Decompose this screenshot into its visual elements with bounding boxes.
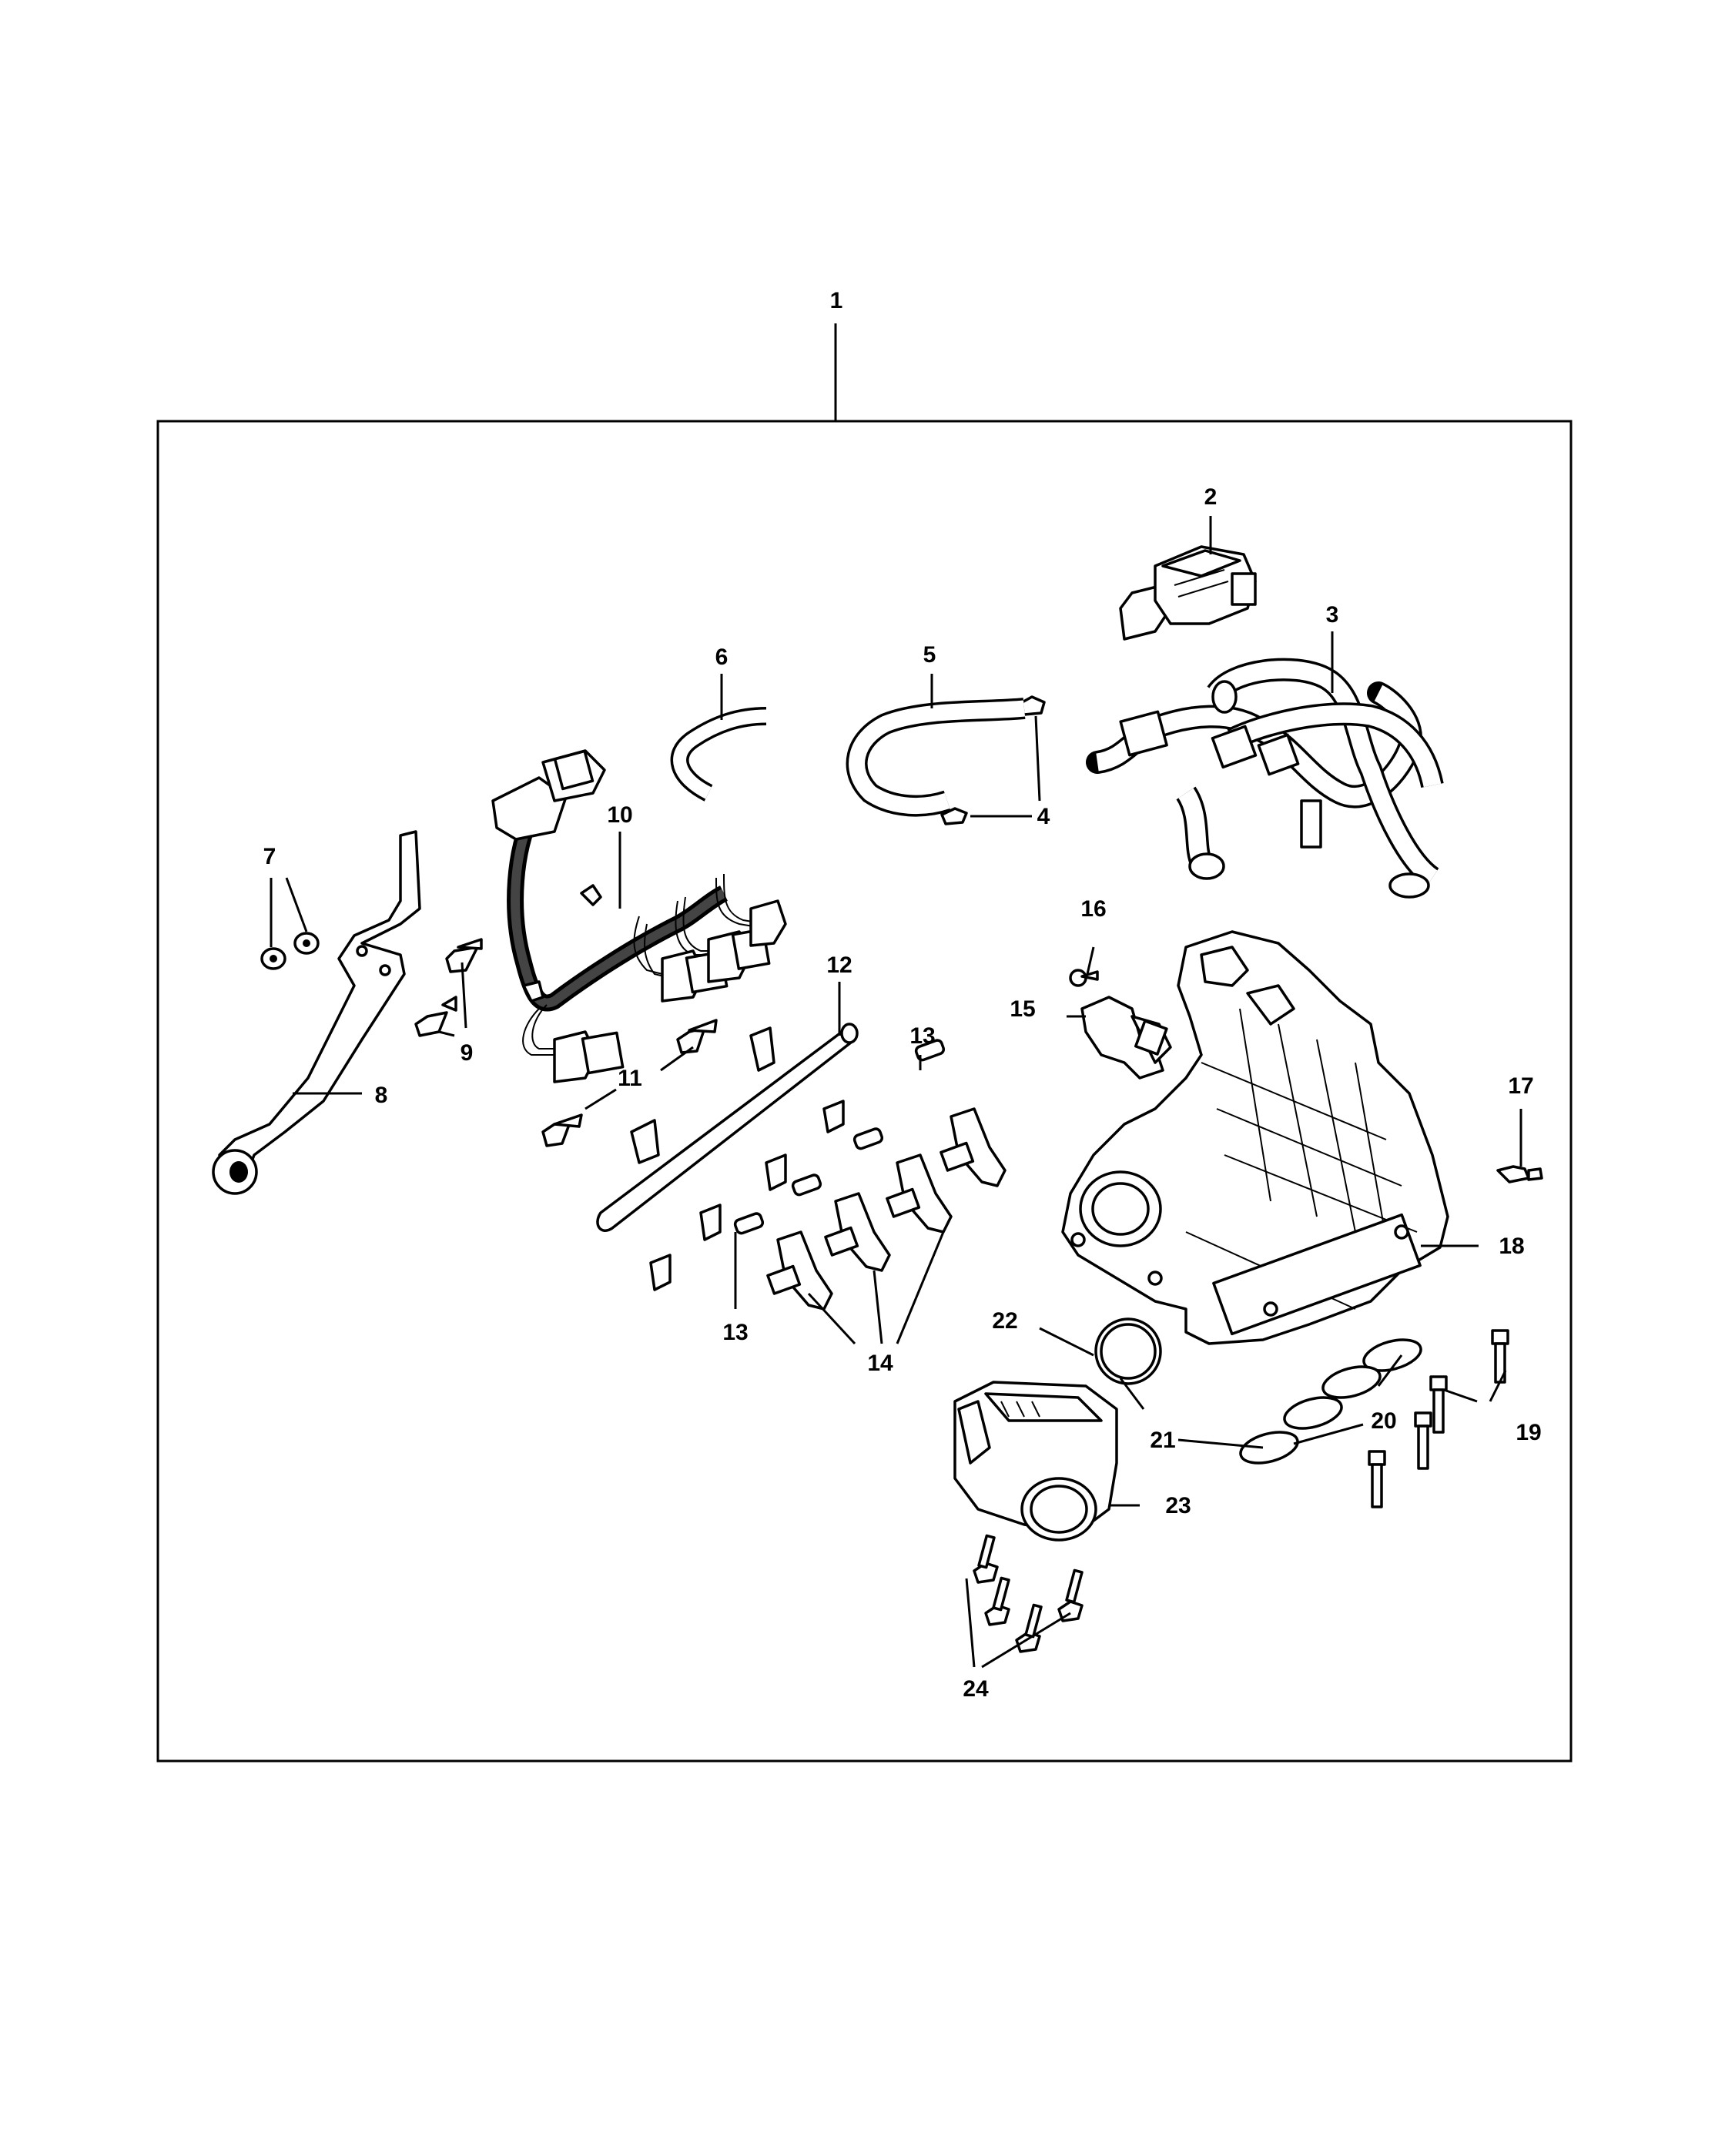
part-13-seals	[733, 1039, 946, 1235]
part-5-hose	[846, 698, 1026, 817]
callout-8: 8	[375, 1083, 388, 1108]
part-12-fuel-rail	[596, 1023, 859, 1291]
callout-19: 19	[1516, 1420, 1541, 1445]
callout-13-b: 13	[722, 1320, 748, 1345]
callout-6: 6	[715, 644, 729, 670]
callout-5: 5	[923, 642, 936, 668]
part-18-intake-manifold	[1061, 930, 1449, 1345]
callout-10: 10	[607, 802, 632, 828]
part-17-bolt	[1496, 1165, 1543, 1183]
callout-20: 20	[1371, 1408, 1396, 1434]
part-15-sensor	[1080, 996, 1172, 1080]
part-8-bracket	[212, 830, 421, 1195]
part-10-wiring-harness	[491, 749, 787, 1083]
callout-labels: 1 2 3 4 5 6 7 8 9 10 11 12 13 13 14 15 1…	[263, 288, 1542, 1702]
part-2-purge-valve	[1119, 545, 1257, 641]
part-11-bolts	[541, 1019, 718, 1147]
callout-24: 24	[963, 1676, 989, 1702]
part-6-small-hose	[670, 707, 767, 802]
callout-1: 1	[830, 288, 843, 313]
leader-lines	[270, 323, 1522, 1669]
callout-7: 7	[263, 844, 276, 869]
callout-14: 14	[867, 1351, 893, 1376]
callout-15: 15	[1010, 996, 1035, 1022]
part-22-gasket	[1094, 1317, 1162, 1385]
part-7-nuts	[260, 932, 320, 970]
callout-17: 17	[1508, 1073, 1533, 1099]
diagram-frame	[156, 420, 1573, 1763]
part-20-gaskets	[1239, 1338, 1422, 1465]
callout-18: 18	[1499, 1234, 1524, 1259]
part-3-hose-assembly	[1086, 658, 1444, 899]
callout-13-a: 13	[909, 1023, 935, 1049]
callout-16: 16	[1080, 896, 1106, 922]
callout-21: 21	[1150, 1428, 1175, 1453]
part-14-injectors	[766, 1107, 1007, 1311]
callout-2: 2	[1204, 484, 1218, 510]
callout-3: 3	[1326, 602, 1339, 628]
part-24-bolts	[973, 1534, 1084, 1653]
callout-23: 23	[1165, 1493, 1191, 1518]
callout-9: 9	[461, 1040, 474, 1066]
part-19-bolts	[1368, 1329, 1509, 1508]
callout-4: 4	[1037, 804, 1050, 829]
part-9-studs	[414, 938, 483, 1037]
callout-22: 22	[992, 1308, 1017, 1334]
part-23-throttle-body	[953, 1381, 1118, 1542]
part-16-screw	[1069, 969, 1099, 987]
callout-11: 11	[618, 1066, 642, 1091]
callout-12: 12	[826, 952, 852, 978]
